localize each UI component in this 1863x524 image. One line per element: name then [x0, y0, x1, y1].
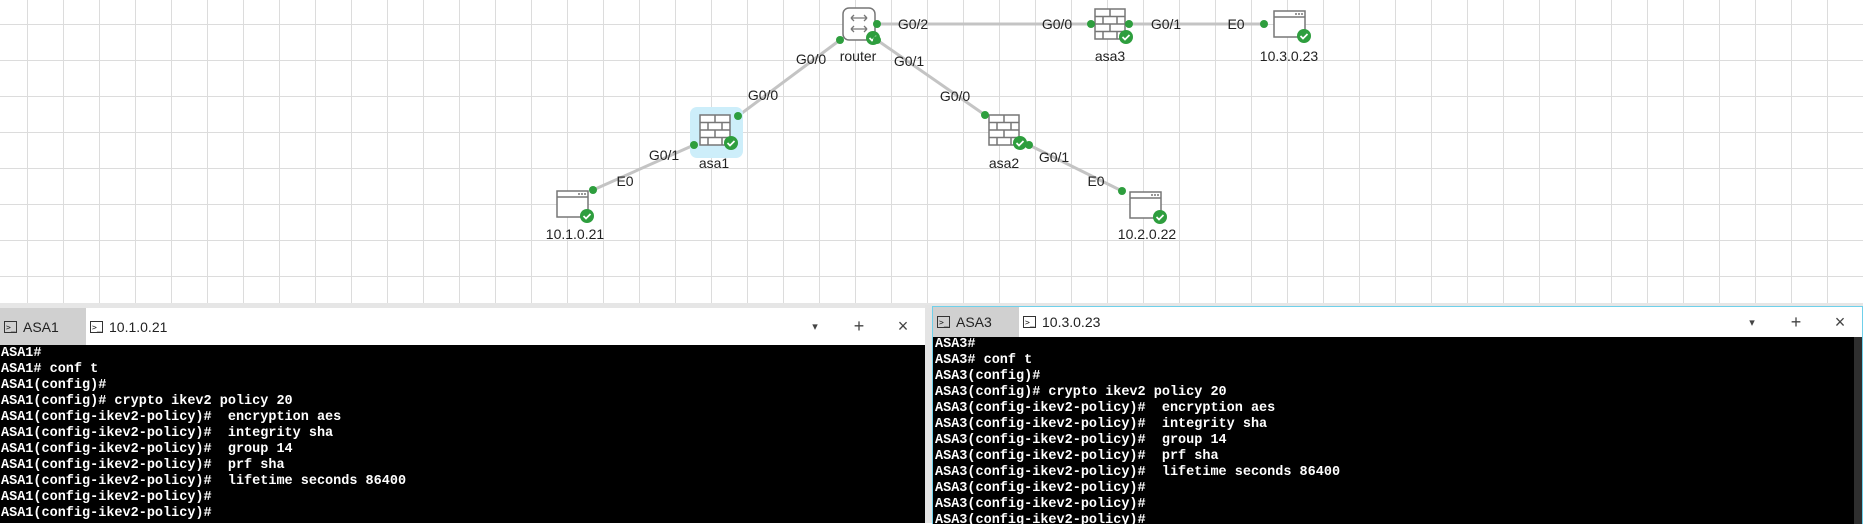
port-label: E0 [1227, 16, 1244, 32]
terminal-line: ASA1(config)# crypto ikev2 policy 20 [1, 394, 293, 409]
port-dot[interactable] [873, 36, 881, 44]
port-dot[interactable] [690, 141, 698, 149]
link-router-asa2[interactable] [876, 38, 986, 117]
status-check-icon [580, 209, 594, 223]
terminal-line: ASA1(config)# [1, 378, 107, 393]
link-asa1-host1[interactable] [592, 143, 695, 192]
tab-label: ASA1 [23, 318, 59, 335]
port-label: G0/0 [1042, 16, 1073, 32]
tab-label: 10.3.0.23 [1042, 314, 1101, 330]
port-label: G0/0 [796, 51, 827, 67]
terminal-line: ASA1(config-ikev2-policy)# [1, 506, 212, 521]
topology-canvas[interactable]: router asa1 asa2 asa3 10.1.0.21 10.2.0.2… [0, 0, 1863, 305]
dropdown-caret-icon[interactable]: ▾ [1749, 316, 1755, 329]
terminal-line: ASA3(config-ikev2-policy)# lifetime seco… [935, 465, 1341, 480]
terminal-line: ASA1(config-ikev2-policy)# integrity sha [1, 426, 334, 441]
port-label: G0/1 [894, 53, 925, 69]
terminal-line: ASA3(config-ikev2-policy)# [935, 481, 1146, 496]
terminal-icon: >_ [4, 320, 17, 333]
link-asa2-host2[interactable] [1028, 143, 1123, 193]
tab-10-1-0-21[interactable]: >_ 10.1.0.21 [86, 308, 177, 345]
port-dot[interactable] [1025, 141, 1033, 149]
terminal-line: ASA3(config-ikev2-policy)# encryption ae… [935, 401, 1276, 416]
node-label-asa3: asa3 [1095, 48, 1126, 64]
port-label: E0 [616, 173, 633, 189]
host3-node[interactable] [1273, 10, 1306, 38]
terminal-line: ASA1# conf t [1, 362, 99, 377]
status-check-icon [724, 136, 738, 150]
router-node[interactable] [842, 7, 876, 41]
port-dot[interactable] [1087, 20, 1095, 28]
terminal-line: ASA1(config-ikev2-policy)# [1, 490, 212, 505]
port-dot[interactable] [836, 36, 844, 44]
terminal-line: ASA1(config-ikev2-policy)# lifetime seco… [1, 474, 407, 489]
terminal-line: ASA3(config)# crypto ikev2 policy 20 [935, 385, 1227, 400]
host-icon [1273, 10, 1306, 38]
node-label-asa1: asa1 [699, 155, 730, 171]
terminal-line: ASA3# [935, 337, 976, 352]
console-tabbar: >_ ASA1 >_ 10.1.0.21 ▾ + × [0, 308, 925, 345]
port-label: G0/0 [748, 87, 779, 103]
port-dot[interactable] [1118, 187, 1126, 195]
console-tabbar: >_ ASA3 >_ 10.3.0.23 ▾ + × [933, 307, 1862, 337]
close-icon[interactable]: × [897, 316, 909, 336]
tab-asa3[interactable]: >_ ASA3 [933, 307, 1019, 337]
status-check-icon [1013, 136, 1027, 150]
node-label-asa2: asa2 [989, 155, 1020, 171]
port-label: G0/1 [1039, 149, 1070, 165]
terminal-line: ASA3(config-ikev2-policy)# integrity sha [935, 417, 1268, 432]
dropdown-caret-icon[interactable]: ▾ [812, 321, 818, 333]
console-panel-left: >_ ASA1 >_ 10.1.0.21 ▾ + × ASA1#ASA1# co… [0, 308, 925, 523]
tab-label: ASA3 [956, 314, 992, 330]
scrollbar[interactable] [1854, 337, 1862, 524]
port-label: E0 [1087, 173, 1104, 189]
terminal-line: ASA3(config-ikev2-policy)# group 14 [935, 433, 1227, 448]
node-label-host2: 10.2.0.22 [1118, 226, 1177, 242]
status-check-icon [1153, 210, 1167, 224]
port-dot[interactable] [589, 186, 597, 194]
port-dot[interactable] [1260, 20, 1268, 28]
close-icon[interactable]: × [1834, 311, 1846, 332]
terminal-line: ASA3(config-ikev2-policy)# prf sha [935, 449, 1219, 464]
terminal-line: ASA1(config-ikev2-policy)# encryption ae… [1, 410, 342, 425]
terminal-icon: >_ [90, 320, 103, 333]
terminal-line: ASA3(config-ikev2-policy)# [935, 497, 1146, 512]
port-dot[interactable] [873, 20, 881, 28]
tab-10-3-0-23[interactable]: >_ 10.3.0.23 [1019, 307, 1110, 337]
terminal-line: ASA1# [1, 346, 42, 361]
terminal-line: ASA3(config)# [935, 369, 1041, 384]
port-dot[interactable] [981, 111, 989, 119]
terminal-line: ASA3# conf t [935, 353, 1033, 368]
terminal-line: ASA1(config-ikev2-policy)# prf sha [1, 458, 285, 473]
status-check-icon [1297, 29, 1311, 43]
vertical-splitter[interactable] [925, 305, 932, 523]
status-check-icon [1119, 30, 1133, 44]
port-dot[interactable] [1125, 20, 1133, 28]
port-label: G0/1 [649, 147, 680, 163]
tab-label: 10.1.0.21 [109, 318, 168, 335]
port-dot[interactable] [734, 112, 742, 120]
port-label: G0/2 [898, 16, 929, 32]
node-label-host3: 10.3.0.23 [1260, 48, 1319, 64]
terminal-icon: >_ [937, 316, 950, 328]
add-tab-icon[interactable]: + [1790, 311, 1802, 332]
node-label-router: router [840, 48, 877, 64]
port-label: G0/1 [1151, 16, 1182, 32]
console-panel-right: >_ ASA3 >_ 10.3.0.23 ▾ + × ASA3#ASA3# co… [932, 306, 1863, 524]
topology-diagram: router asa1 asa2 asa3 10.1.0.21 10.2.0.2… [546, 7, 1319, 242]
terminal-icon: >_ [1023, 316, 1036, 328]
link-router-asa1[interactable] [737, 38, 841, 118]
terminal-line: ASA1(config-ikev2-policy)# group 14 [1, 442, 293, 457]
add-tab-icon[interactable]: + [853, 316, 865, 336]
terminal-line: ASA3(config-ikev2-policy)# [935, 513, 1146, 524]
tab-asa1[interactable]: >_ ASA1 [0, 308, 86, 345]
port-label: G0/0 [940, 88, 971, 104]
node-label-host1: 10.1.0.21 [546, 226, 605, 242]
